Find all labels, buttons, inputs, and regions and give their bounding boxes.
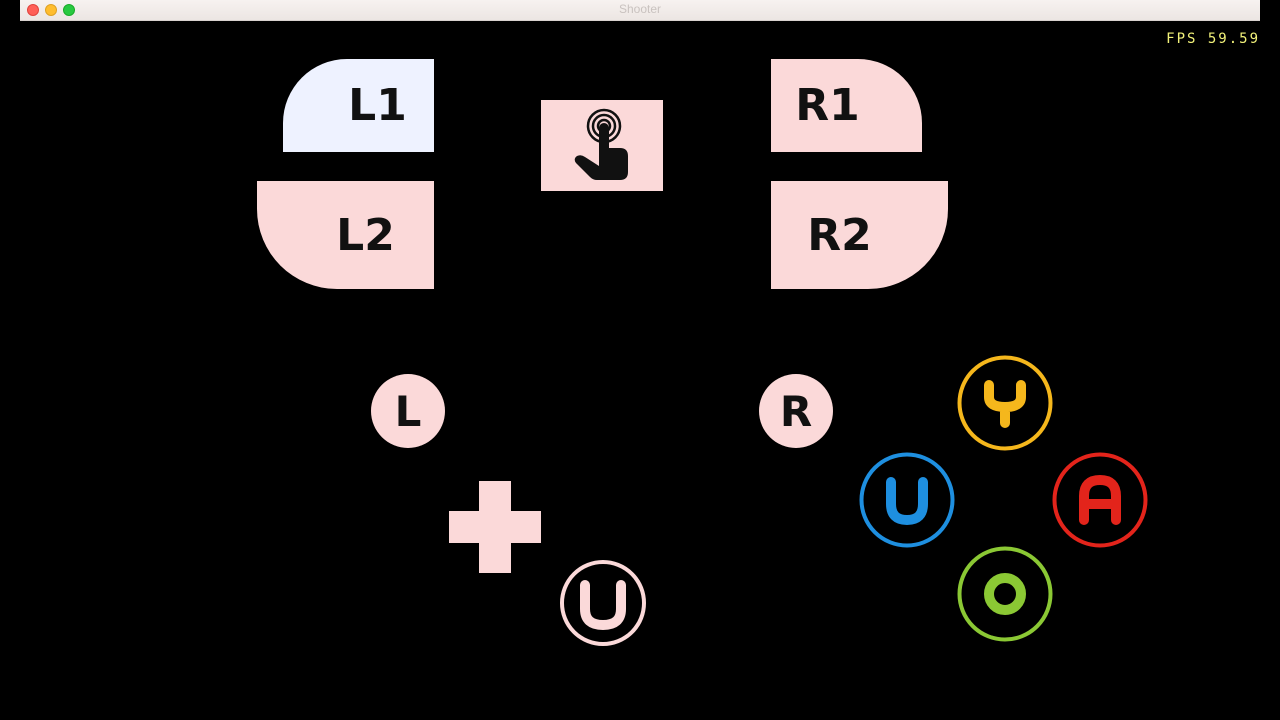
u-label: U bbox=[859, 452, 860, 453]
r2-label: R2 bbox=[807, 209, 872, 261]
left-stick-label: L bbox=[394, 386, 422, 436]
fps-counter: FPS 59.59 bbox=[1166, 31, 1260, 47]
y-label: Y bbox=[957, 355, 958, 356]
l2-button[interactable]: L2 bbox=[257, 181, 434, 289]
y-button[interactable]: Y bbox=[957, 355, 1053, 451]
o-label: O bbox=[957, 546, 958, 547]
right-stick-button[interactable]: R bbox=[759, 374, 833, 448]
a-button[interactable]: A bbox=[1052, 452, 1148, 548]
dpad-vertical-bar bbox=[479, 481, 511, 573]
u-ring-icon[interactable] bbox=[559, 559, 647, 647]
dpad[interactable] bbox=[449, 481, 541, 573]
l1-button[interactable]: L1 bbox=[283, 59, 434, 152]
touchpad-button[interactable] bbox=[541, 100, 663, 191]
o-button[interactable]: O bbox=[957, 546, 1053, 642]
touch-hand-icon bbox=[574, 108, 628, 180]
r1-label: R1 bbox=[795, 80, 860, 131]
left-stick-button[interactable]: L bbox=[371, 374, 445, 448]
minimize-window-button[interactable] bbox=[45, 4, 57, 16]
window-title: Shooter bbox=[618, 2, 662, 16]
a-label: A bbox=[1052, 452, 1053, 453]
u-button[interactable]: U bbox=[859, 452, 955, 548]
r1-button[interactable]: R1 bbox=[771, 59, 922, 152]
r2-button[interactable]: R2 bbox=[771, 181, 948, 289]
maximize-window-button[interactable] bbox=[63, 4, 75, 16]
l2-label: L2 bbox=[336, 209, 395, 261]
l1-label: L1 bbox=[348, 80, 407, 131]
window-titlebar: Shooter bbox=[20, 0, 1260, 21]
right-stick-label: R bbox=[779, 386, 813, 436]
close-window-button[interactable] bbox=[27, 4, 39, 16]
